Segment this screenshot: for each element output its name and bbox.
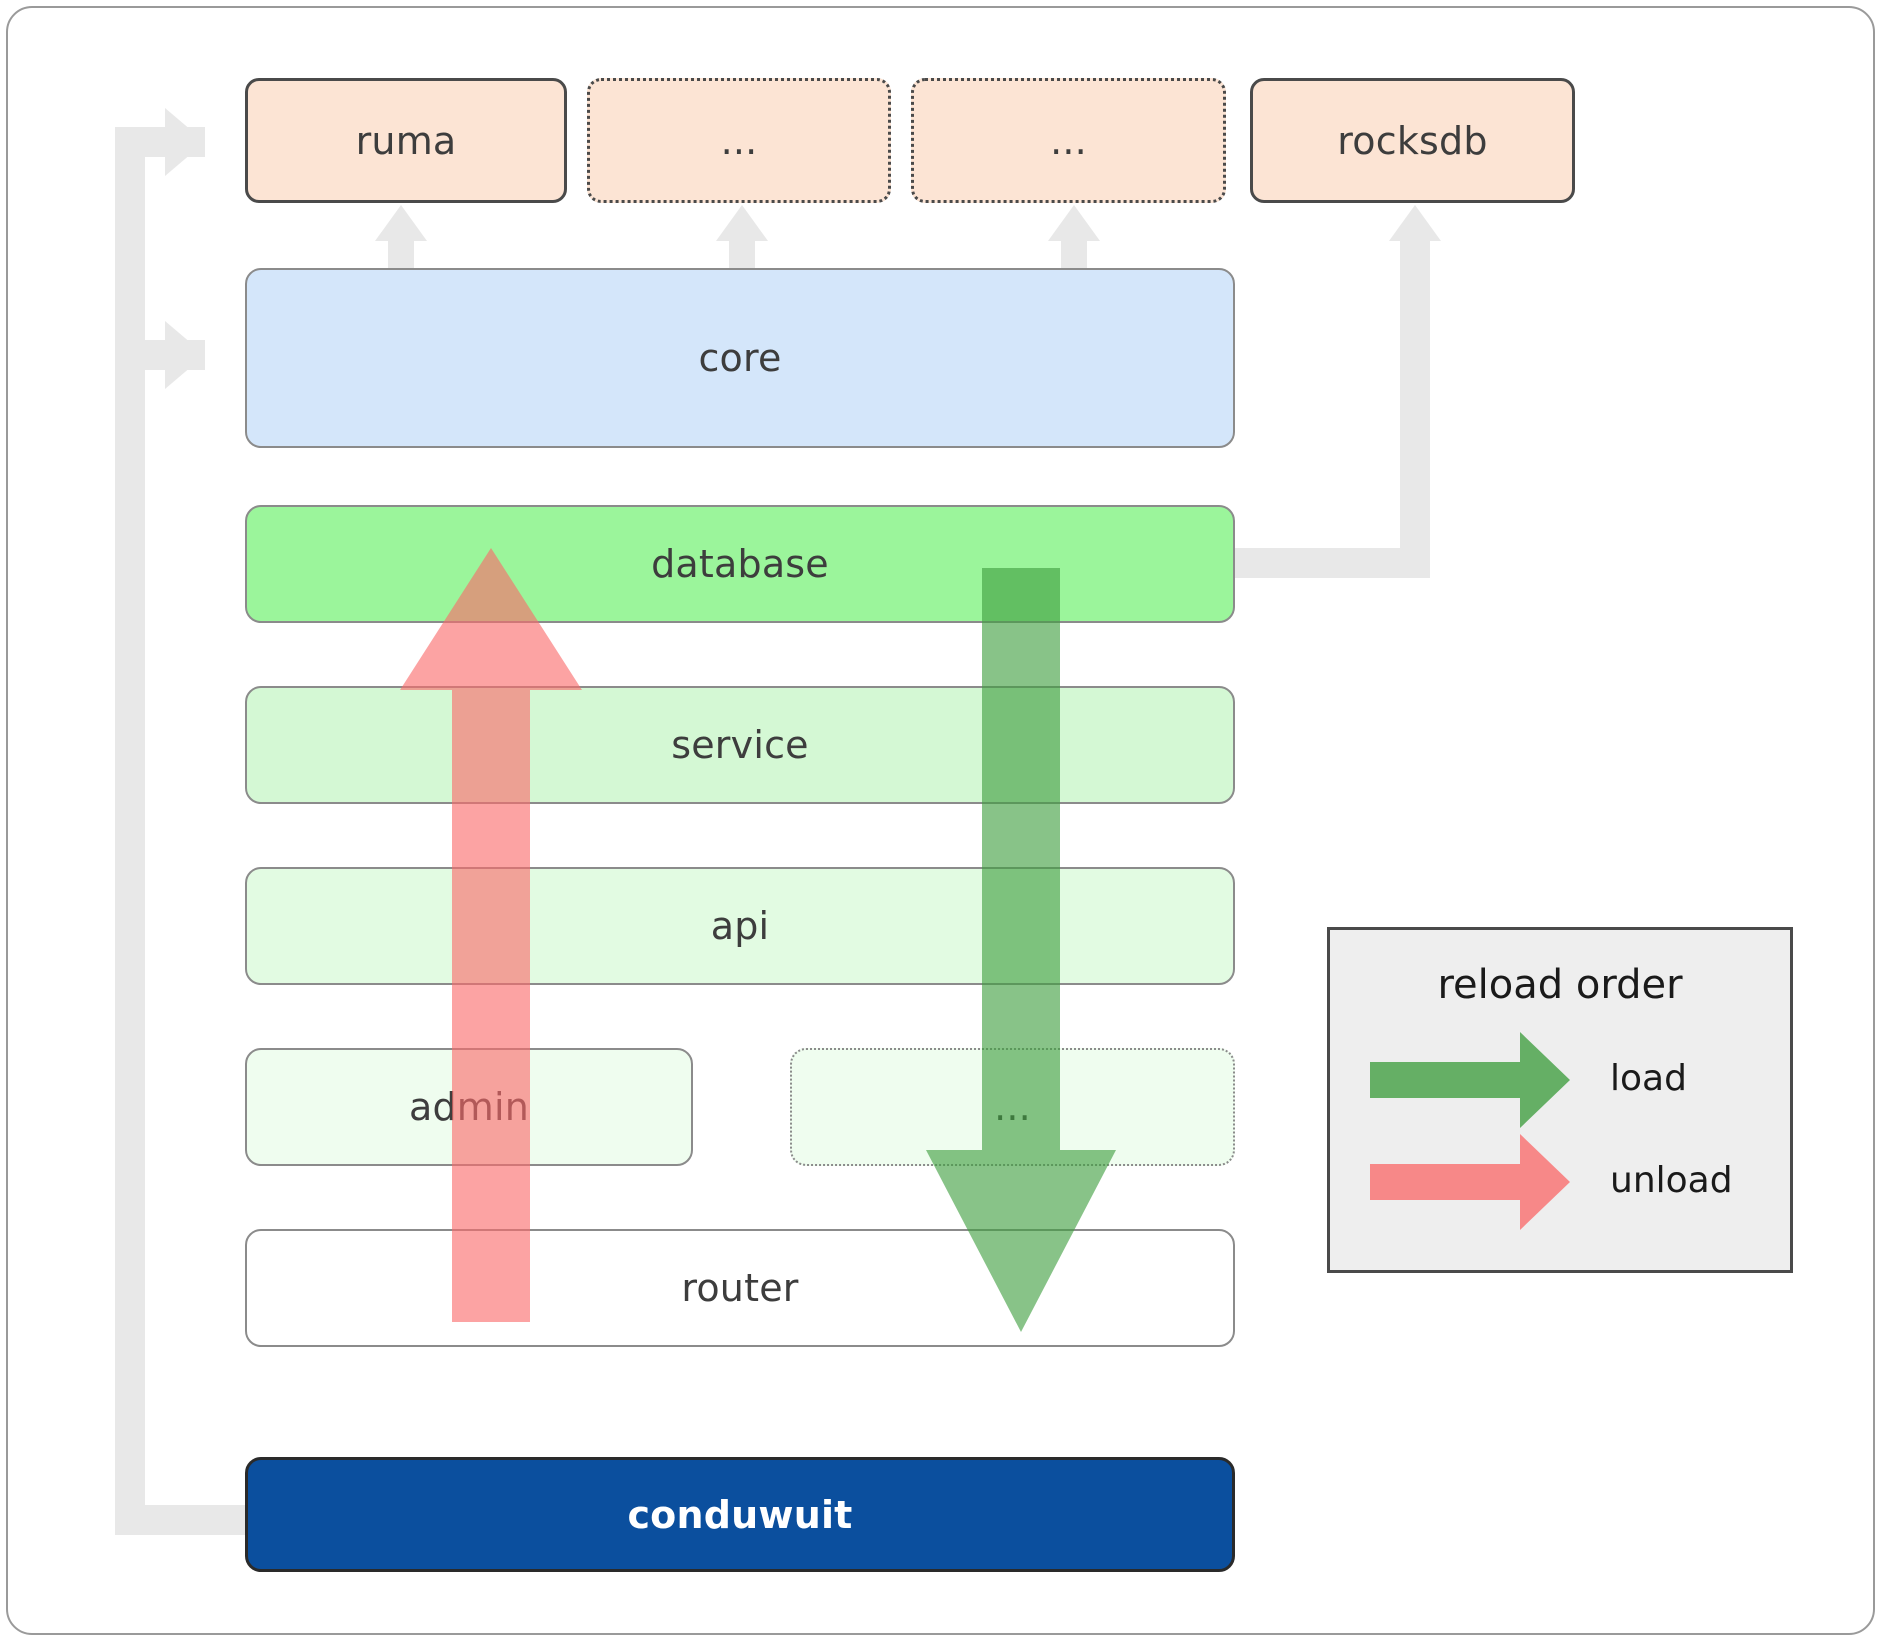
- legend-label-load: load: [1610, 1058, 1687, 1099]
- layer-box-api[interactable]: api: [245, 867, 1235, 985]
- dependency-label-placeholder-2: ...: [1050, 118, 1087, 163]
- layer-label-router: router: [681, 1266, 799, 1310]
- dependency-box-placeholder-2[interactable]: ...: [911, 78, 1226, 203]
- core-label: core: [698, 336, 782, 380]
- legend-title: reload order: [1437, 962, 1683, 1008]
- connector-core-to-ruma-arrowhead: [375, 205, 427, 241]
- connector-db-to-rocksdb-arrowhead: [1389, 205, 1441, 241]
- layer-box-database[interactable]: database: [245, 505, 1235, 623]
- app-label-conduwuit: conduwuit: [627, 1492, 853, 1537]
- app-box-conduwuit[interactable]: conduwuit: [245, 1457, 1235, 1572]
- diagram-frame: [6, 6, 1875, 1635]
- dependency-label-placeholder-1: ...: [720, 118, 758, 163]
- legend-unload-arrow: [1370, 1134, 1570, 1230]
- legend-load-arrow: [1370, 1032, 1570, 1128]
- connector-db-to-rocksdb-horizontal: [1230, 548, 1415, 578]
- connector-core-to-dep3-arrowhead: [1048, 205, 1100, 241]
- dependency-box-placeholder-1[interactable]: ...: [587, 78, 891, 203]
- layer-label-placeholder: ...: [994, 1085, 1031, 1129]
- legend-arrow-graphics: [1370, 1032, 1570, 1230]
- legend-panel: reload order load unload: [1327, 927, 1793, 1273]
- core-box[interactable]: core: [245, 268, 1235, 448]
- dependency-box-ruma[interactable]: ruma: [245, 78, 567, 203]
- layer-box-service[interactable]: service: [245, 686, 1235, 804]
- connector-to-ruma-arrowhead: [165, 108, 205, 176]
- connector-left-rail: [115, 127, 145, 1520]
- connector-db-to-rocksdb-vertical: [1400, 240, 1430, 578]
- legend-label-unload: unload: [1610, 1160, 1733, 1201]
- dependency-box-rocksdb[interactable]: rocksdb: [1250, 78, 1575, 203]
- connector-to-core-arrowhead: [165, 321, 205, 389]
- dependency-label-rocksdb: rocksdb: [1337, 118, 1488, 163]
- layer-label-admin: admin: [408, 1085, 530, 1129]
- layer-label-api: api: [710, 904, 770, 948]
- connector-from-conduwuit: [115, 1505, 245, 1535]
- connector-core-to-dep2-arrowhead: [716, 205, 768, 241]
- layer-label-database: database: [651, 542, 829, 586]
- layer-label-service: service: [671, 723, 809, 767]
- layer-box-router[interactable]: router: [245, 1229, 1235, 1347]
- layer-box-placeholder[interactable]: ...: [790, 1048, 1235, 1166]
- layer-box-admin[interactable]: admin: [245, 1048, 693, 1166]
- dependency-label-ruma: ruma: [355, 118, 457, 163]
